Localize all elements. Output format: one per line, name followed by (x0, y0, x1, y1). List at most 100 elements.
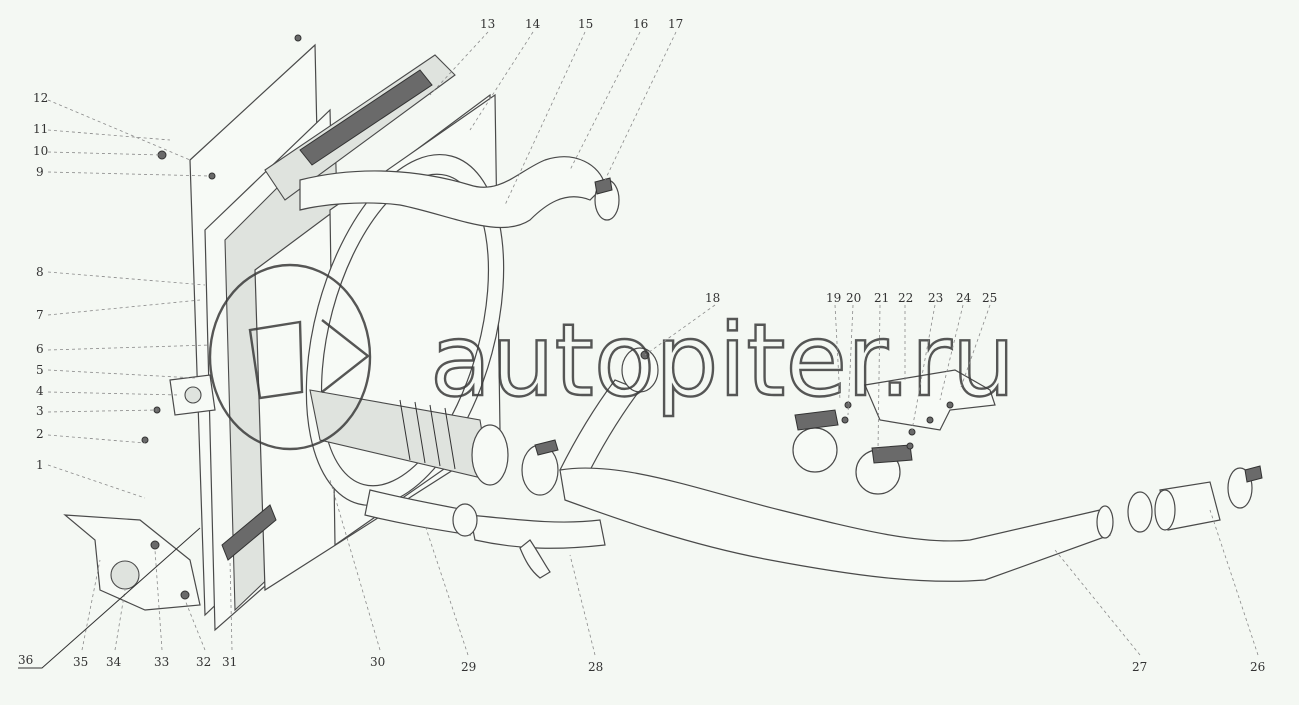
sleeve-and-clamps (1127, 465, 1263, 533)
mount-bushing (184, 386, 202, 404)
callout-3: 3 (36, 404, 44, 418)
bracket-bolt (926, 416, 934, 424)
callout-28: 28 (588, 660, 603, 674)
top-tank-fins (299, 69, 433, 166)
callout-30: 30 (370, 655, 385, 669)
coupling-flange (621, 347, 659, 393)
callout-25: 25 (982, 291, 997, 305)
leader-7 (47, 299, 201, 316)
leader-17 (604, 31, 677, 181)
bracket-bolt (946, 401, 954, 409)
callout-24: 24 (956, 291, 972, 305)
watermark-logo-ring (208, 263, 372, 451)
bracket-hole (110, 560, 140, 590)
leader-32 (184, 599, 206, 651)
callout-35: 35 (73, 655, 88, 669)
callout-13: 13 (480, 17, 495, 31)
band-clamp-a-lug (794, 409, 839, 431)
callout-16: 16 (633, 17, 648, 31)
clamp-26-screw (1244, 465, 1263, 483)
callout-7: 7 (36, 308, 44, 322)
leader-14 (469, 31, 534, 131)
callout-29: 29 (461, 660, 476, 674)
watermark-text: autopiter.ru (430, 302, 1015, 419)
callout-14: 14 (525, 17, 541, 31)
leader-12 (47, 99, 191, 161)
support-bracket (864, 369, 996, 431)
drain-stub (519, 539, 551, 579)
leader-5 (47, 369, 196, 379)
autopiter-watermark: autopiter.ru (208, 263, 1016, 451)
leader-19 (834, 304, 841, 401)
bolt (208, 172, 216, 180)
callout-1: 1 (36, 458, 44, 472)
lower-pipe-end (1096, 505, 1114, 539)
callout-4: 4 (36, 384, 44, 398)
callout-12: 12 (33, 91, 48, 105)
leader-3 (47, 409, 158, 413)
callout-6: 6 (36, 342, 44, 356)
leader-11 (47, 129, 171, 141)
leader-34 (114, 589, 126, 651)
pipe-corrugations (399, 399, 456, 470)
lower-pipe-body (559, 467, 1111, 582)
callout-10: 10 (33, 144, 48, 158)
leader-28 (569, 554, 596, 656)
watermark-logo-chevron (321, 319, 370, 393)
leader-29 (424, 524, 469, 656)
callout-15: 15 (578, 17, 593, 31)
leader-6 (47, 344, 211, 351)
clamp-screw (534, 439, 559, 456)
leader-24 (939, 304, 964, 401)
sleeve-end (1154, 489, 1176, 531)
leader-21 (877, 304, 881, 451)
leader-20 (847, 304, 854, 416)
leader-13 (429, 31, 489, 96)
leader-10 (47, 151, 163, 156)
callout-8: 8 (36, 265, 44, 279)
leader-lines (18, 31, 1259, 669)
callout-5: 5 (36, 363, 44, 377)
bolt (141, 436, 149, 444)
leader-15 (504, 31, 586, 206)
callout-26: 26 (1250, 660, 1265, 674)
leader-9 (47, 171, 211, 177)
leader-16 (569, 31, 641, 171)
lower-charge-pipe (364, 467, 1114, 582)
callout-34: 34 (106, 655, 122, 669)
bolt (150, 540, 160, 550)
callout-27: 27 (1132, 660, 1147, 674)
callout-19: 19 (826, 291, 841, 305)
pipe-end (471, 424, 509, 486)
mounting-bracket (63, 514, 201, 611)
callout-33: 33 (154, 655, 169, 669)
short-pipe (469, 514, 606, 549)
nut (294, 34, 302, 42)
leader-1 (47, 464, 146, 499)
watermark-logo-a (248, 320, 304, 400)
callout-17: 17 (668, 17, 683, 31)
callout-36: 36 (18, 653, 33, 667)
leader-4 (47, 391, 181, 396)
upper-radiator-hose (299, 156, 620, 229)
callout-2: 2 (36, 427, 44, 441)
bolt (180, 590, 190, 600)
bracket-set (792, 369, 996, 495)
leader-33 (154, 549, 163, 651)
leader-36 (18, 527, 201, 669)
leader-8 (47, 271, 206, 286)
callout-9: 9 (36, 165, 44, 179)
clamp-27a (1127, 491, 1153, 533)
nut (841, 416, 849, 424)
leader-35 (81, 559, 101, 651)
callout-21: 21 (874, 291, 889, 305)
leader-2 (47, 434, 146, 444)
nut (906, 442, 914, 450)
callout-23: 23 (928, 291, 943, 305)
callout-32: 32 (196, 655, 211, 669)
band-clamp-b-lug (871, 444, 913, 464)
leader-26 (1209, 509, 1259, 656)
band-clamp-a (792, 427, 838, 473)
